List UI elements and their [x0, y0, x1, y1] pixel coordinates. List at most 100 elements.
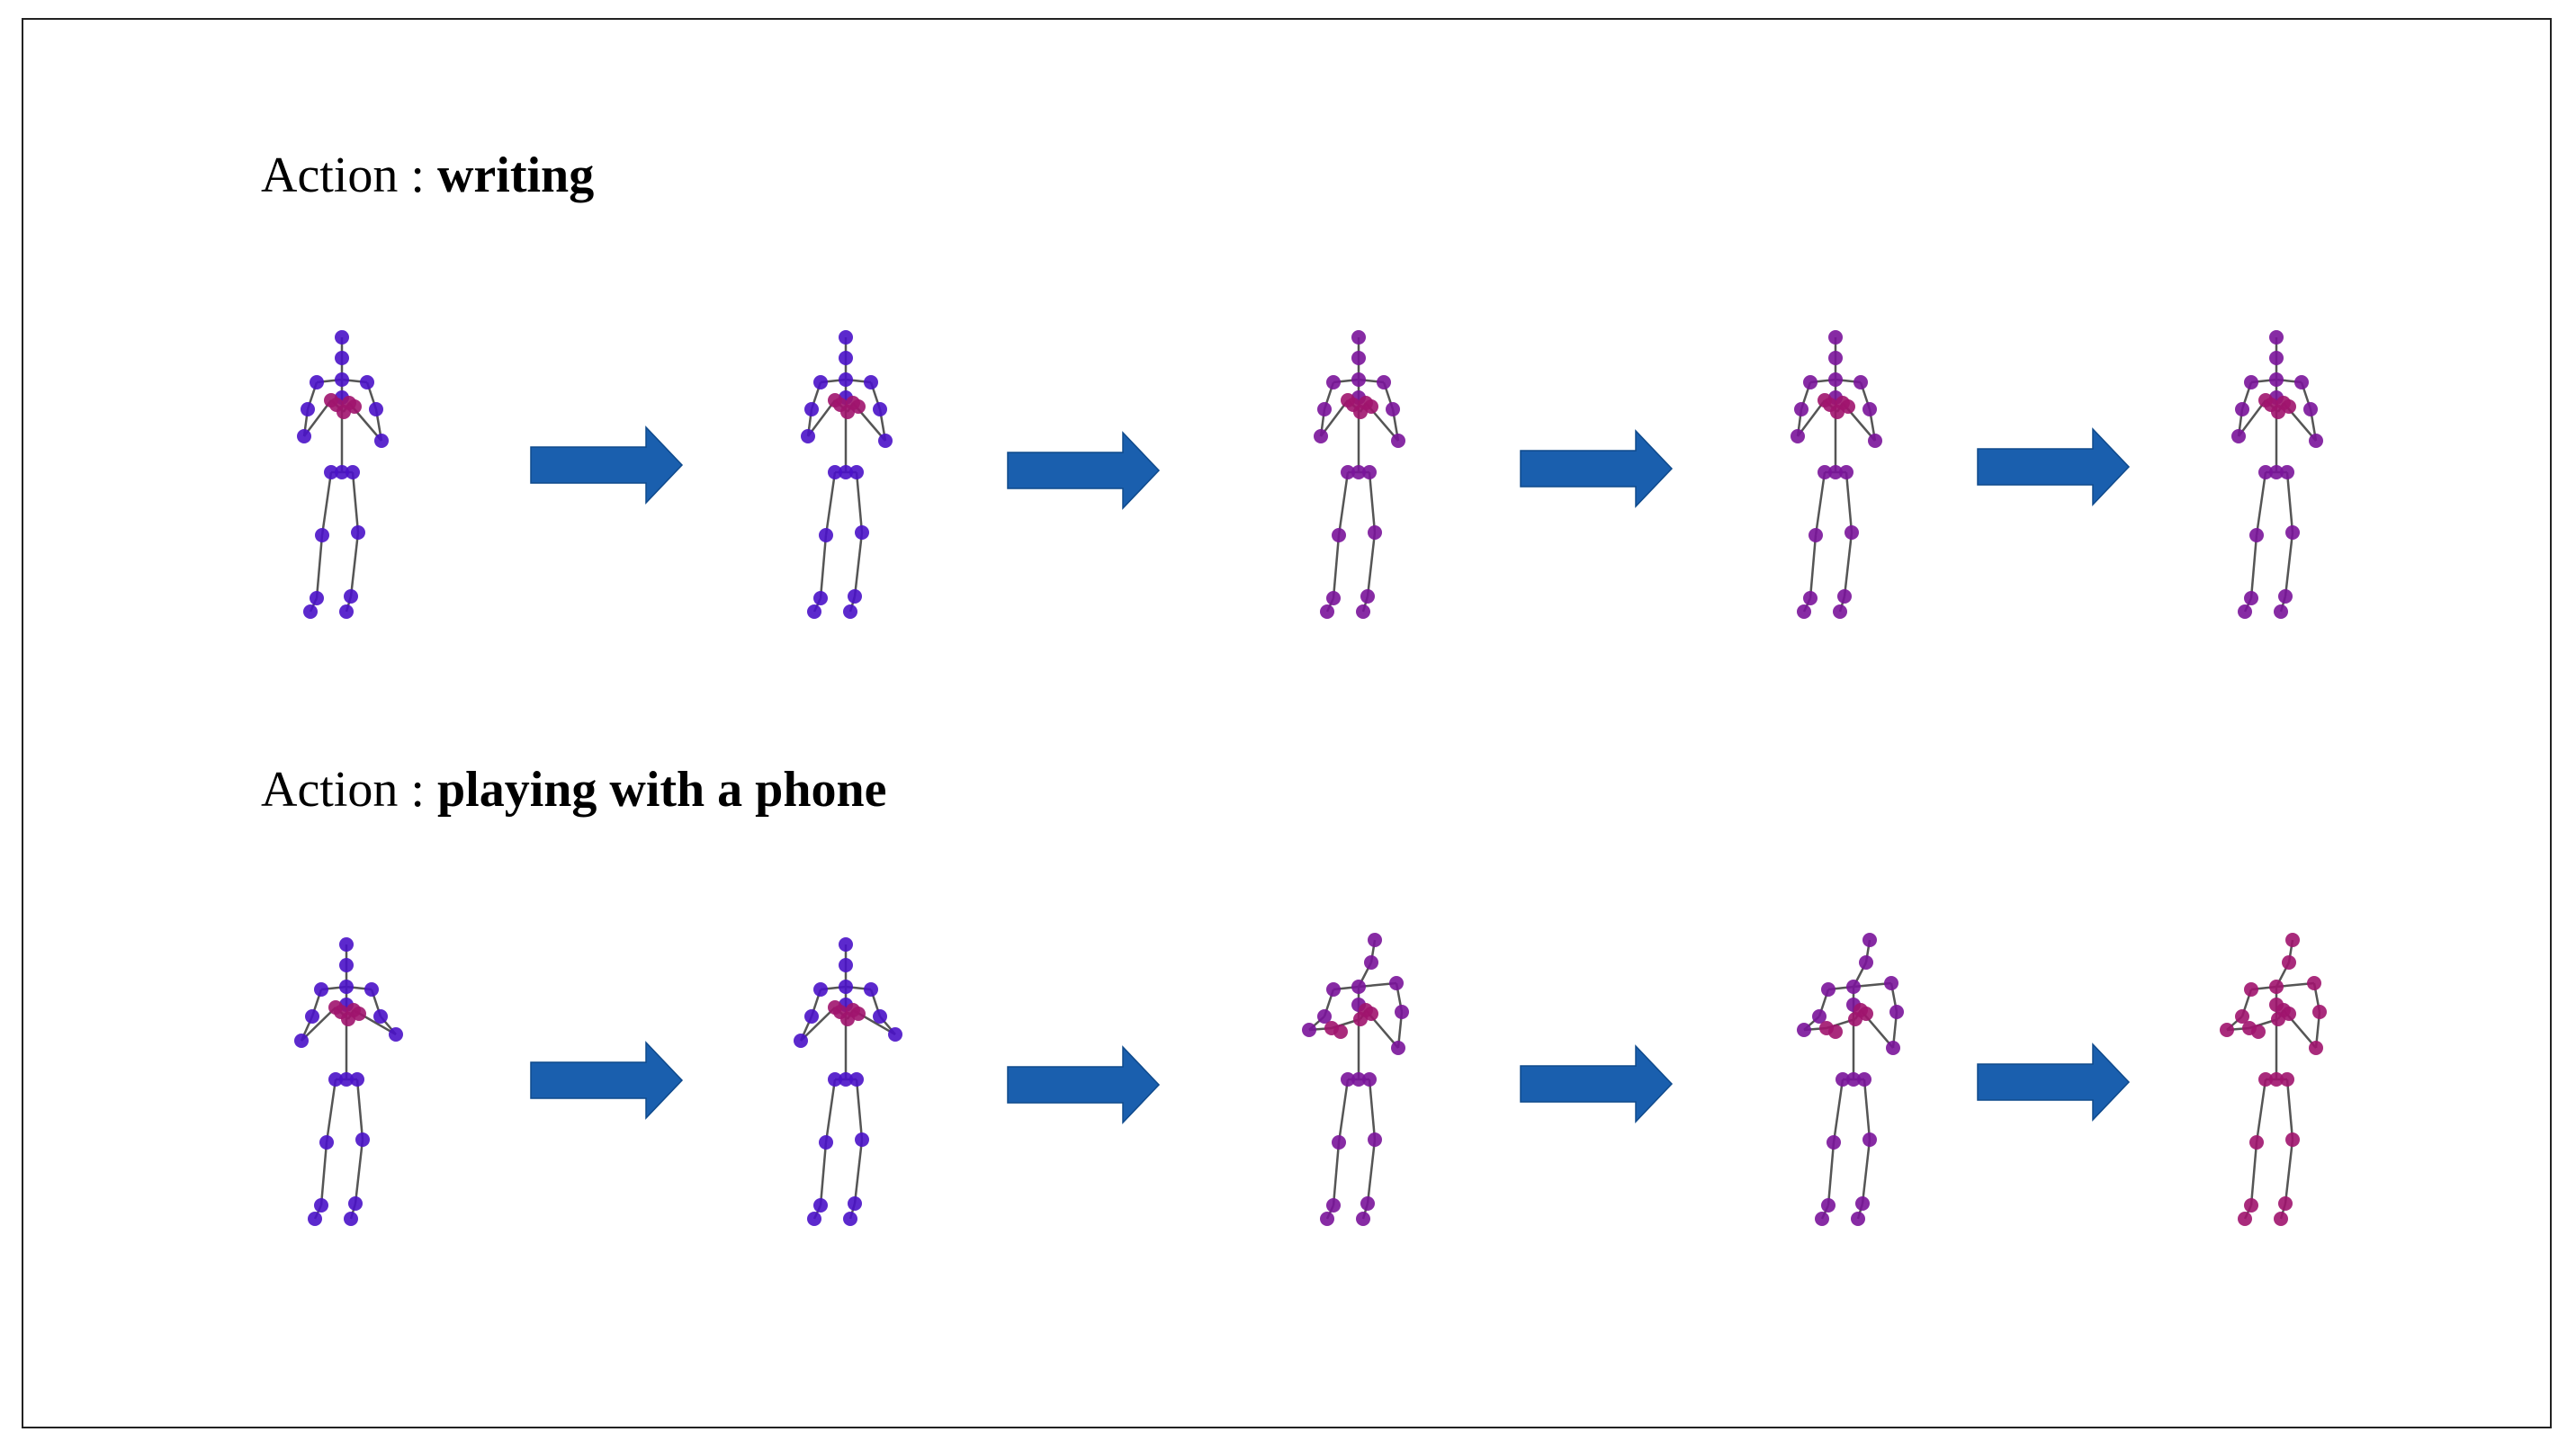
- skeleton-bone: [1332, 1141, 1341, 1206]
- skeleton-joint: [297, 429, 311, 443]
- skeleton-bone: [1337, 471, 1350, 536]
- skeleton-joint: [848, 589, 862, 604]
- skeleton-joint: [840, 1012, 855, 1026]
- skeleton-bone: [320, 471, 333, 536]
- skeleton-joint: [1333, 1025, 1348, 1039]
- skeleton-joint: [1846, 980, 1861, 994]
- skeleton-bone: [807, 399, 836, 437]
- skeleton-joint: [1351, 351, 1366, 365]
- skeleton-joint: [2312, 1005, 2327, 1019]
- skeleton-writing-frame: [2231, 330, 2323, 619]
- skeleton-joint: [1797, 1023, 1811, 1037]
- skeleton-joint: [2278, 1196, 2293, 1211]
- skeleton-bone: [1366, 532, 1377, 597]
- skeleton-joint: [1362, 465, 1377, 479]
- skeleton-bone: [2238, 399, 2266, 437]
- skeleton-joint: [849, 1072, 864, 1087]
- skeleton-joint: [351, 525, 365, 540]
- skeleton-joint: [1859, 955, 1873, 970]
- arrow-icon: [1520, 1044, 1674, 1123]
- skeleton-joint: [1839, 465, 1853, 479]
- arrow-icon: [1007, 431, 1161, 510]
- skeleton-joint: [1812, 1009, 1827, 1024]
- skeleton-joint: [341, 1012, 355, 1026]
- skeleton-writing-frame: [297, 330, 389, 619]
- skeleton-joint: [314, 982, 328, 997]
- skeleton-bone: [1861, 1139, 1871, 1204]
- skeleton-joint: [2249, 1135, 2264, 1150]
- skeleton-joint: [2258, 1072, 2273, 1087]
- figure-frame: [22, 18, 2552, 1428]
- skeleton-joint: [819, 1135, 833, 1150]
- skeleton-joint: [347, 399, 362, 414]
- skeleton-joint: [1828, 351, 1843, 365]
- skeleton-joint: [2285, 525, 2300, 540]
- skeleton-joint: [1844, 525, 1859, 540]
- arrow-icon: [1007, 1045, 1161, 1124]
- skeleton-joint: [813, 982, 828, 997]
- skeleton-joint: [335, 372, 349, 387]
- skeleton-joint: [839, 980, 853, 994]
- skeleton-joint: [369, 402, 383, 416]
- skeleton-joint: [1341, 465, 1355, 479]
- skeleton-joint: [1809, 528, 1823, 542]
- skeleton-joint: [1803, 375, 1818, 389]
- skeleton-phone-frame: [1302, 933, 1409, 1226]
- skeleton-joint: [303, 604, 318, 619]
- skeleton-joint: [339, 604, 354, 619]
- skeleton-joint: [301, 402, 315, 416]
- skeleton-joint: [1828, 372, 1843, 387]
- skeleton-joint: [1317, 402, 1332, 416]
- skeleton-bone: [1368, 471, 1377, 533]
- skeleton-bone: [2284, 1139, 2294, 1204]
- skeleton-joint: [1353, 1012, 1368, 1026]
- skeleton-joint: [851, 399, 866, 414]
- skeleton-joint: [2274, 1212, 2288, 1226]
- skeleton-joint: [335, 465, 349, 479]
- skeleton-joint: [1791, 429, 1805, 443]
- skeleton-joint: [2274, 604, 2288, 619]
- skeleton-writing-frame: [1791, 330, 1882, 619]
- label-prefix: Action :: [261, 148, 437, 203]
- skeleton-joint: [1884, 976, 1898, 990]
- skeleton-bone: [315, 534, 324, 599]
- skeleton-bone: [2249, 534, 2258, 599]
- label-prefix: Action :: [261, 762, 437, 818]
- skeleton-joint: [1356, 604, 1370, 619]
- skeleton-joint: [1889, 1005, 1904, 1019]
- skeleton-joint: [310, 375, 324, 389]
- skeleton-bone: [2284, 532, 2294, 597]
- skeleton-joint: [840, 405, 855, 419]
- skeleton-joint: [352, 1007, 366, 1021]
- skeleton-phone-frame: [2220, 933, 2327, 1226]
- skeleton-bone: [349, 532, 360, 597]
- skeleton-joint: [813, 375, 828, 389]
- skeleton-joint: [360, 375, 374, 389]
- skeleton-joint: [1855, 1196, 1870, 1211]
- skeleton-joint: [1848, 1012, 1862, 1026]
- skeleton-joint: [1794, 402, 1809, 416]
- skeleton-joint: [1351, 1072, 1366, 1087]
- skeleton-joint: [1846, 1072, 1861, 1087]
- skeleton-joint: [804, 1009, 819, 1024]
- skeleton-joint: [807, 604, 821, 619]
- skeleton-joint: [851, 1007, 866, 1021]
- skeleton-joint: [1386, 402, 1400, 416]
- skeleton-joint: [2278, 589, 2293, 604]
- skeleton-joint: [839, 958, 853, 972]
- skeleton-joint: [310, 591, 324, 605]
- skeleton-bone: [1862, 1079, 1871, 1141]
- skeleton-bone: [855, 471, 864, 533]
- arrow-icon: [1977, 1043, 2131, 1122]
- skeleton-joint: [2309, 434, 2323, 448]
- skeleton-joint: [1351, 372, 1366, 387]
- skeleton-joint: [1364, 1007, 1378, 1021]
- skeleton-joint: [2249, 528, 2264, 542]
- skeleton-joint: [1868, 434, 1882, 448]
- skeleton-joint: [1364, 955, 1378, 970]
- skeleton-bone: [853, 1139, 864, 1204]
- skeleton-joint: [2251, 1025, 2266, 1039]
- arrow-icon: [530, 1041, 684, 1120]
- skeleton-joint: [364, 982, 379, 997]
- skeleton-joint: [1389, 976, 1404, 990]
